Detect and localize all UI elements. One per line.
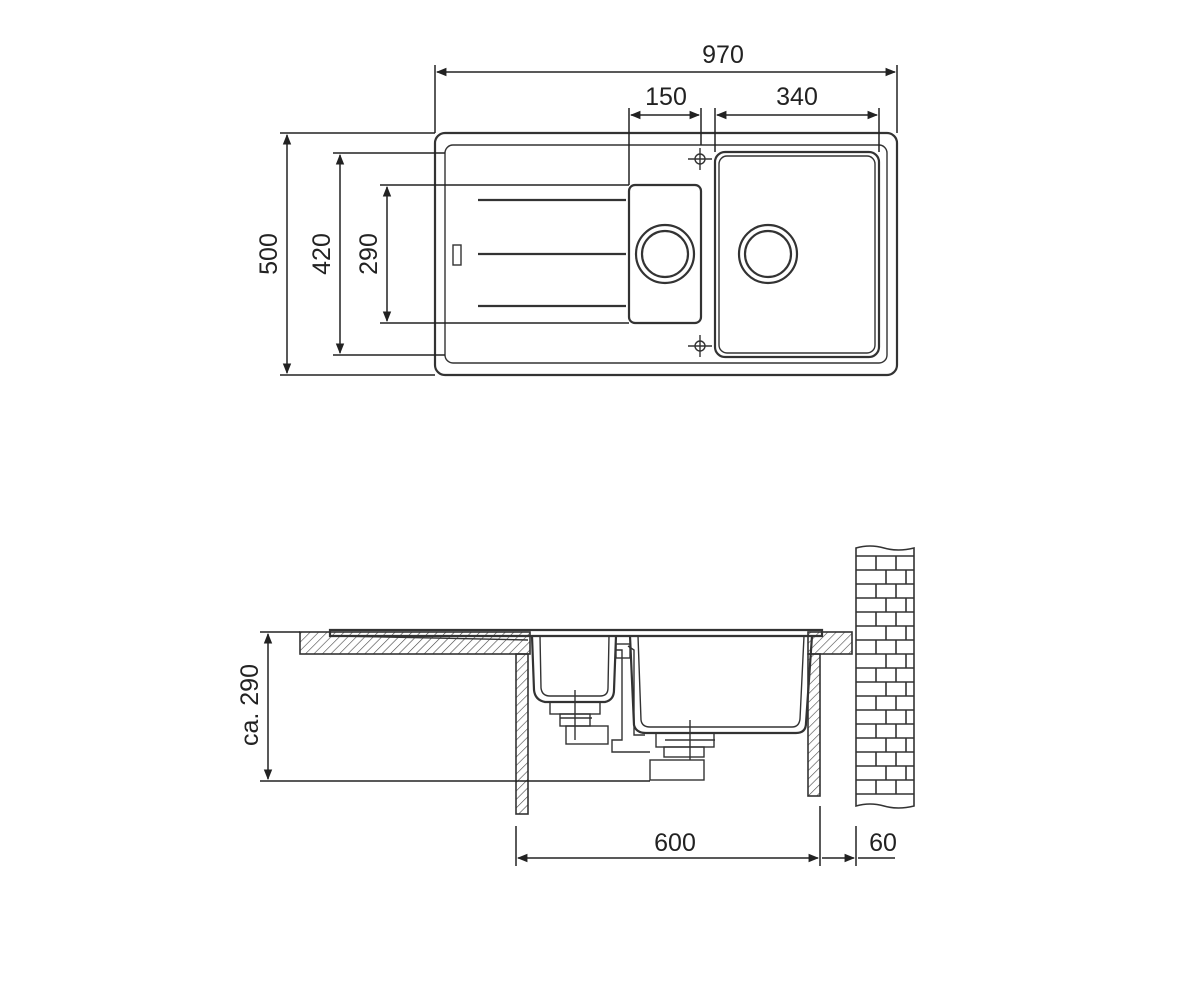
side-view: ca. 290 600 60 [236, 545, 915, 866]
dimension-total-depth: 500 [255, 132, 435, 376]
dimension-cabinet-width: 600 [515, 806, 821, 866]
height-label: ca. 290 [236, 664, 264, 746]
dimension-wall-gap: 60 [822, 826, 897, 866]
dimension-small-bowl-width: 150 [628, 83, 702, 185]
sink-inner-rim [444, 144, 888, 364]
small-bowl-drain-icon [634, 223, 696, 285]
sink-flange [328, 628, 824, 638]
countertop-left [299, 631, 531, 655]
dimension-height: ca. 290 [236, 631, 650, 782]
small-bowl-profile [530, 635, 618, 704]
brick-courses [856, 555, 914, 795]
total-depth-label: 500 [255, 233, 283, 275]
sink-outer-outline [433, 131, 899, 377]
bowl-depth-label: 290 [355, 233, 383, 275]
inner-depth-label: 420 [308, 233, 336, 275]
cabinet-side-left [515, 653, 529, 815]
main-bowl-profile [628, 635, 814, 735]
main-bowl-drain-icon [737, 223, 799, 285]
small-bowl-width-label: 150 [645, 83, 687, 111]
countertop-right [807, 631, 853, 655]
main-bowl [713, 150, 881, 359]
brick-wall [855, 545, 915, 809]
dimension-total-width: 970 [434, 41, 898, 133]
dimension-main-bowl-width: 340 [714, 83, 880, 152]
cabinet-side-right [807, 653, 821, 797]
main-waste-fitting-icon [649, 720, 715, 781]
main-bowl-width-label: 340 [776, 83, 818, 111]
tap-hole-marker-top [688, 148, 712, 170]
total-width-label: 970 [702, 41, 744, 69]
dimension-inner-depth: 420 [308, 152, 445, 356]
overflow-slot [452, 244, 462, 266]
top-view: 970 150 340 500 420 [255, 41, 899, 377]
small-waste-fitting-icon [549, 690, 609, 745]
drainer-grooves [478, 198, 626, 308]
small-bowl [627, 183, 703, 325]
wall-gap-label: 60 [869, 829, 897, 857]
tap-hole-marker-bottom [688, 335, 712, 357]
cabinet-width-label: 600 [654, 829, 696, 857]
dimension-bowl-depth: 290 [355, 184, 629, 324]
overflow-pipe-icon [611, 643, 650, 753]
